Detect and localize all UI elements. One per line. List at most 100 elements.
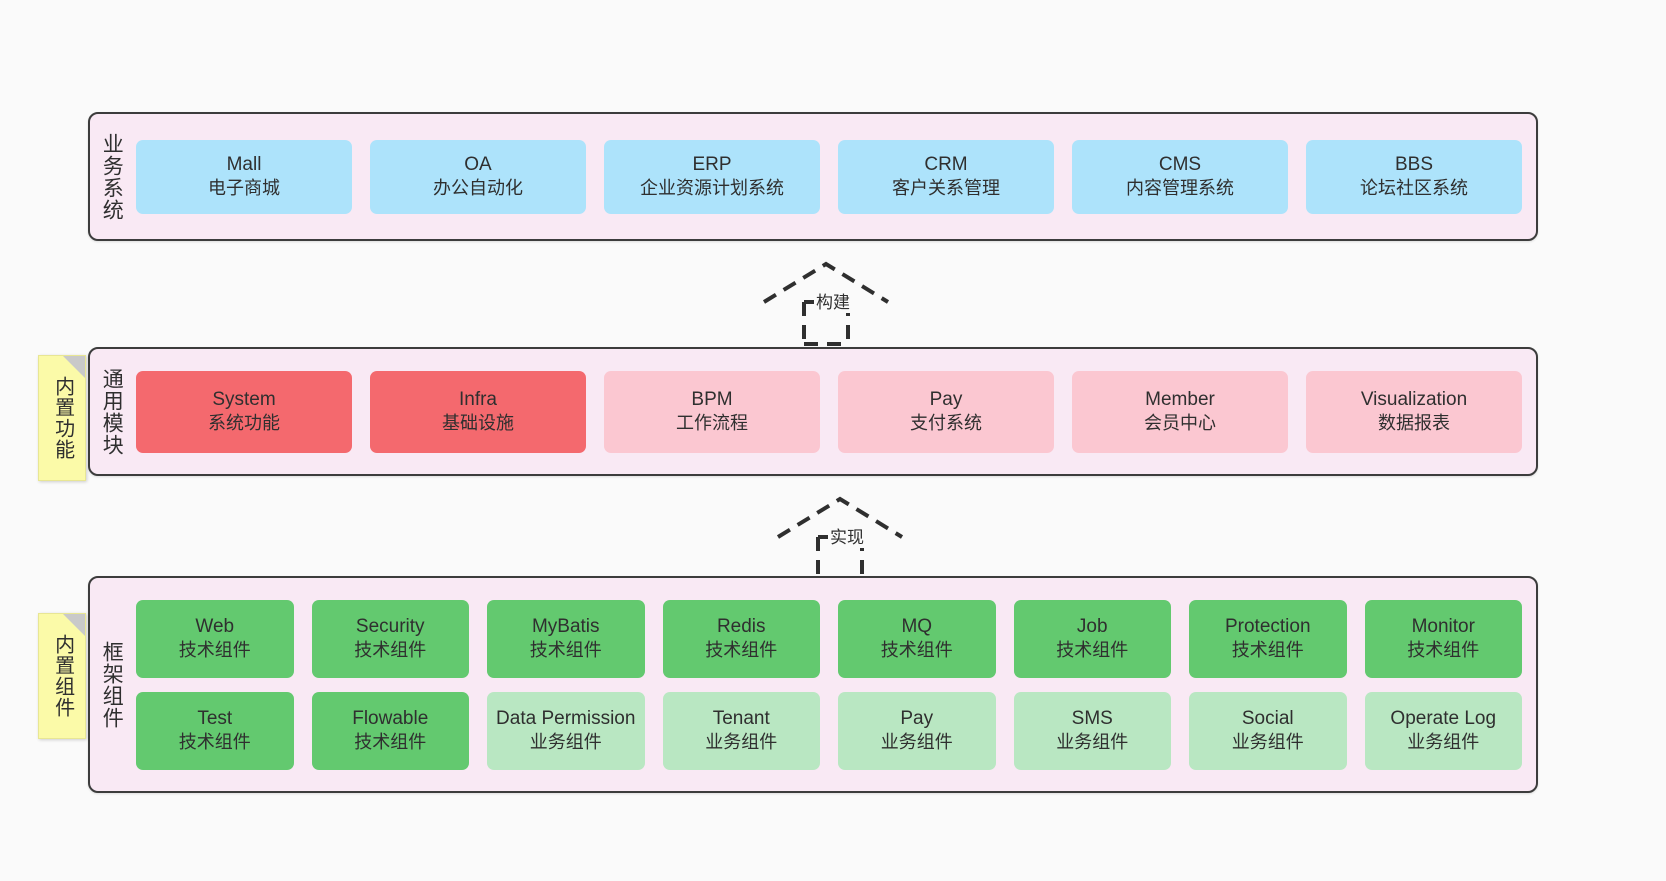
framework-row-technical: Web 技术组件 Security 技术组件 MyBatis 技术组件 Redi…	[136, 599, 1522, 678]
node-mq-sub: 技术组件	[880, 640, 953, 661]
node-social[interactable]: Social 业务组件	[1189, 691, 1347, 770]
node-infra[interactable]: Infra 基础设施	[370, 370, 586, 453]
node-system[interactable]: System 系统功能	[136, 370, 352, 453]
layer-framework-nodes: Web 技术组件 Security 技术组件 MyBatis 技术组件 Redi…	[132, 578, 1536, 791]
node-mq-name: MQ	[901, 616, 933, 638]
node-crm-name: CRM	[924, 154, 968, 176]
node-pay-component-sub: 业务组件	[880, 732, 953, 753]
node-redis[interactable]: Redis 技术组件	[662, 599, 820, 678]
layer-business-systems[interactable]: 业务系统 Mall 电子商城 OA 办公自动化 ERP 企业资源计划系统 CRM…	[88, 112, 1538, 241]
node-erp-name: ERP	[692, 154, 732, 176]
node-mq[interactable]: MQ 技术组件	[838, 599, 996, 678]
node-pay-module-name: Pay	[929, 389, 963, 411]
connector-implement-label: 实现	[828, 523, 866, 548]
node-mybatis-sub: 技术组件	[529, 640, 602, 661]
note-builtin-components-label: 内置组件	[51, 634, 74, 718]
node-social-sub: 业务组件	[1231, 732, 1304, 753]
node-web-name: Web	[195, 616, 235, 638]
node-bbs[interactable]: BBS 论坛社区系统	[1306, 139, 1522, 214]
node-operate-log[interactable]: Operate Log 业务组件	[1364, 691, 1522, 770]
note-builtin-components: 内置组件	[38, 613, 86, 739]
node-mall-name: Mall	[226, 154, 262, 176]
node-cms-sub: 内容管理系统	[1126, 178, 1234, 199]
node-erp-sub: 企业资源计划系统	[640, 178, 784, 199]
node-bpm-name: BPM	[691, 389, 733, 411]
layer-business-nodes: Mall 电子商城 OA 办公自动化 ERP 企业资源计划系统 CRM 客户关系…	[132, 114, 1536, 239]
node-test[interactable]: Test 技术组件	[136, 691, 294, 770]
note-builtin-features-label: 内置功能	[51, 376, 74, 460]
node-protection-sub: 技术组件	[1231, 640, 1304, 661]
node-sms-name: SMS	[1071, 708, 1113, 730]
node-monitor-name: Monitor	[1411, 616, 1475, 638]
note-fold-corner-icon	[63, 356, 85, 378]
node-member-sub: 会员中心	[1144, 413, 1216, 434]
node-data-permission[interactable]: Data Permission 业务组件	[487, 691, 645, 770]
node-member-name: Member	[1145, 389, 1215, 411]
layer-general-modules[interactable]: 通用模块 System 系统功能 Infra 基础设施 BPM 工作流程 Pay…	[88, 347, 1538, 476]
node-redis-sub: 技术组件	[705, 640, 778, 661]
node-flowable-name: Flowable	[352, 708, 429, 730]
node-pay-component[interactable]: Pay 业务组件	[838, 691, 996, 770]
note-builtin-features: 内置功能	[38, 355, 86, 481]
node-mall[interactable]: Mall 电子商城	[136, 139, 352, 214]
node-visualization-sub: 数据报表	[1378, 413, 1450, 434]
node-cms-name: CMS	[1158, 154, 1202, 176]
node-job-sub: 技术组件	[1056, 640, 1129, 661]
node-bpm[interactable]: BPM 工作流程	[604, 370, 820, 453]
connector-implement-arrow	[776, 496, 904, 581]
node-cms[interactable]: CMS 内容管理系统	[1072, 139, 1288, 214]
node-pay-module-sub: 支付系统	[910, 413, 982, 434]
node-system-name: System	[212, 389, 276, 411]
node-crm[interactable]: CRM 客户关系管理	[838, 139, 1054, 214]
connector-build-label: 构建	[814, 288, 852, 313]
layer-framework-title: 框架组件	[100, 640, 124, 729]
node-data-permission-sub: 业务组件	[529, 732, 602, 753]
node-oa[interactable]: OA 办公自动化	[370, 139, 586, 214]
node-infra-name: Infra	[458, 389, 498, 411]
node-monitor-sub: 技术组件	[1407, 640, 1480, 661]
node-job[interactable]: Job 技术组件	[1013, 599, 1171, 678]
node-sms[interactable]: SMS 业务组件	[1013, 691, 1171, 770]
node-protection[interactable]: Protection 技术组件	[1189, 599, 1347, 678]
node-erp[interactable]: ERP 企业资源计划系统	[604, 139, 820, 214]
node-security-name: Security	[355, 616, 425, 638]
node-test-name: Test	[197, 708, 233, 730]
node-system-sub: 系统功能	[208, 413, 280, 434]
layer-business-title: 业务系统	[100, 132, 124, 221]
node-flowable[interactable]: Flowable 技术组件	[311, 691, 469, 770]
node-infra-sub: 基础设施	[442, 413, 514, 434]
node-bbs-sub: 论坛社区系统	[1360, 178, 1468, 199]
node-crm-sub: 客户关系管理	[892, 178, 1000, 199]
node-tenant-sub: 业务组件	[705, 732, 778, 753]
node-data-permission-name: Data Permission	[496, 708, 636, 730]
node-mybatis[interactable]: MyBatis 技术组件	[487, 599, 645, 678]
node-pay-component-name: Pay	[900, 708, 934, 730]
framework-row-business: Test 技术组件 Flowable 技术组件 Data Permission …	[136, 691, 1522, 770]
node-bbs-name: BBS	[1394, 154, 1434, 176]
node-security-sub: 技术组件	[354, 640, 427, 661]
node-security[interactable]: Security 技术组件	[311, 599, 469, 678]
node-test-sub: 技术组件	[178, 732, 251, 753]
node-member[interactable]: Member 会员中心	[1072, 370, 1288, 453]
node-sms-sub: 业务组件	[1056, 732, 1129, 753]
node-mall-sub: 电子商城	[208, 178, 280, 199]
node-visualization[interactable]: Visualization 数据报表	[1306, 370, 1522, 453]
note-fold-corner-icon	[63, 614, 85, 636]
node-job-name: Job	[1076, 616, 1108, 638]
node-monitor[interactable]: Monitor 技术组件	[1364, 599, 1522, 678]
node-bpm-sub: 工作流程	[676, 413, 748, 434]
node-pay-module[interactable]: Pay 支付系统	[838, 370, 1054, 453]
node-protection-name: Protection	[1224, 616, 1311, 638]
node-tenant-name: Tenant	[712, 708, 770, 730]
node-oa-sub: 办公自动化	[433, 178, 523, 199]
layer-framework-components[interactable]: 框架组件 Web 技术组件 Security 技术组件 MyBatis 技术组件…	[88, 576, 1538, 793]
node-redis-name: Redis	[716, 616, 766, 638]
node-web[interactable]: Web 技术组件	[136, 599, 294, 678]
node-tenant[interactable]: Tenant 业务组件	[662, 691, 820, 770]
node-web-sub: 技术组件	[178, 640, 251, 661]
node-social-name: Social	[1241, 708, 1294, 730]
node-mybatis-name: MyBatis	[531, 616, 600, 638]
node-operate-log-name: Operate Log	[1390, 708, 1497, 730]
connector-build: 构建	[752, 258, 912, 346]
